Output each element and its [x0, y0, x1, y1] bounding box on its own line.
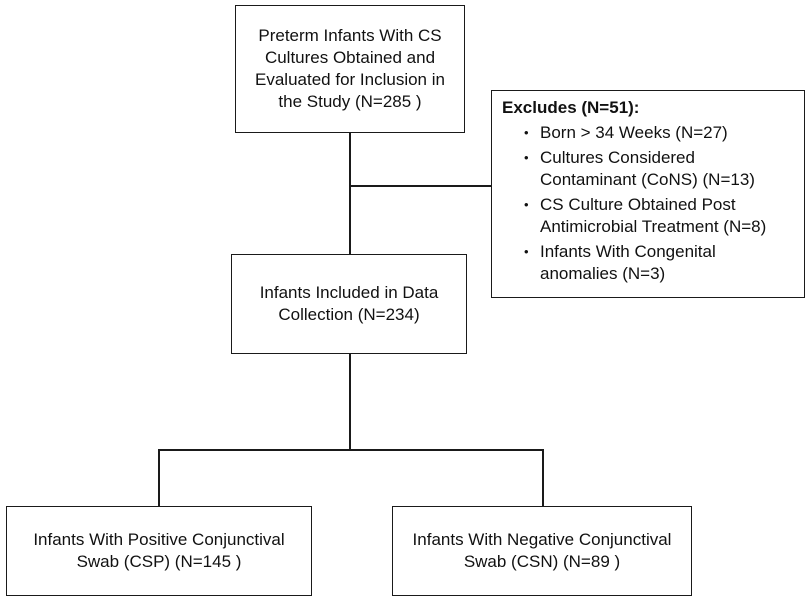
- excludes-item-contaminant-cultures: Cultures Considered Contaminant (CoNS) (…: [524, 147, 794, 191]
- negative-swab-box: Infants With Negative Conjunctival Swab …: [392, 506, 692, 596]
- connector-to-excludes: [350, 185, 491, 187]
- positive-swab-text: Infants With Positive Conjunctival Swab …: [33, 530, 285, 571]
- excludes-title: Excludes (N=51):: [502, 98, 640, 117]
- excludes-box: Excludes (N=51): Born > 34 Weeks (N=27) …: [491, 90, 805, 298]
- connector-to-positive: [158, 449, 160, 506]
- excludes-item-born-over-34-weeks: Born > 34 Weeks (N=27): [524, 122, 794, 144]
- excludes-list: Born > 34 Weeks (N=27) Cultures Consider…: [502, 122, 794, 285]
- included-infants-text: Infants Included in Data Collection (N=2…: [259, 283, 439, 324]
- included-infants-box: Infants Included in Data Collection (N=2…: [231, 254, 467, 354]
- connector-split-horizontal: [158, 449, 544, 451]
- connector-to-negative: [542, 449, 544, 506]
- connector-included-down: [349, 354, 351, 450]
- excludes-item-post-antimicrobial: CS Culture Obtained Post Antimicrobial T…: [524, 194, 794, 238]
- excludes-item-congenital-anomalies: Infants With Congenital anomalies (N=3): [524, 241, 794, 285]
- screened-infants-box: Preterm Infants With CS Cultures Obtaine…: [235, 5, 465, 133]
- screened-infants-text: Preterm Infants With CS Cultures Obtaine…: [255, 26, 445, 111]
- negative-swab-text: Infants With Negative Conjunctival Swab …: [412, 530, 672, 571]
- connector-screened-to-included: [349, 133, 351, 254]
- positive-swab-box: Infants With Positive Conjunctival Swab …: [6, 506, 312, 596]
